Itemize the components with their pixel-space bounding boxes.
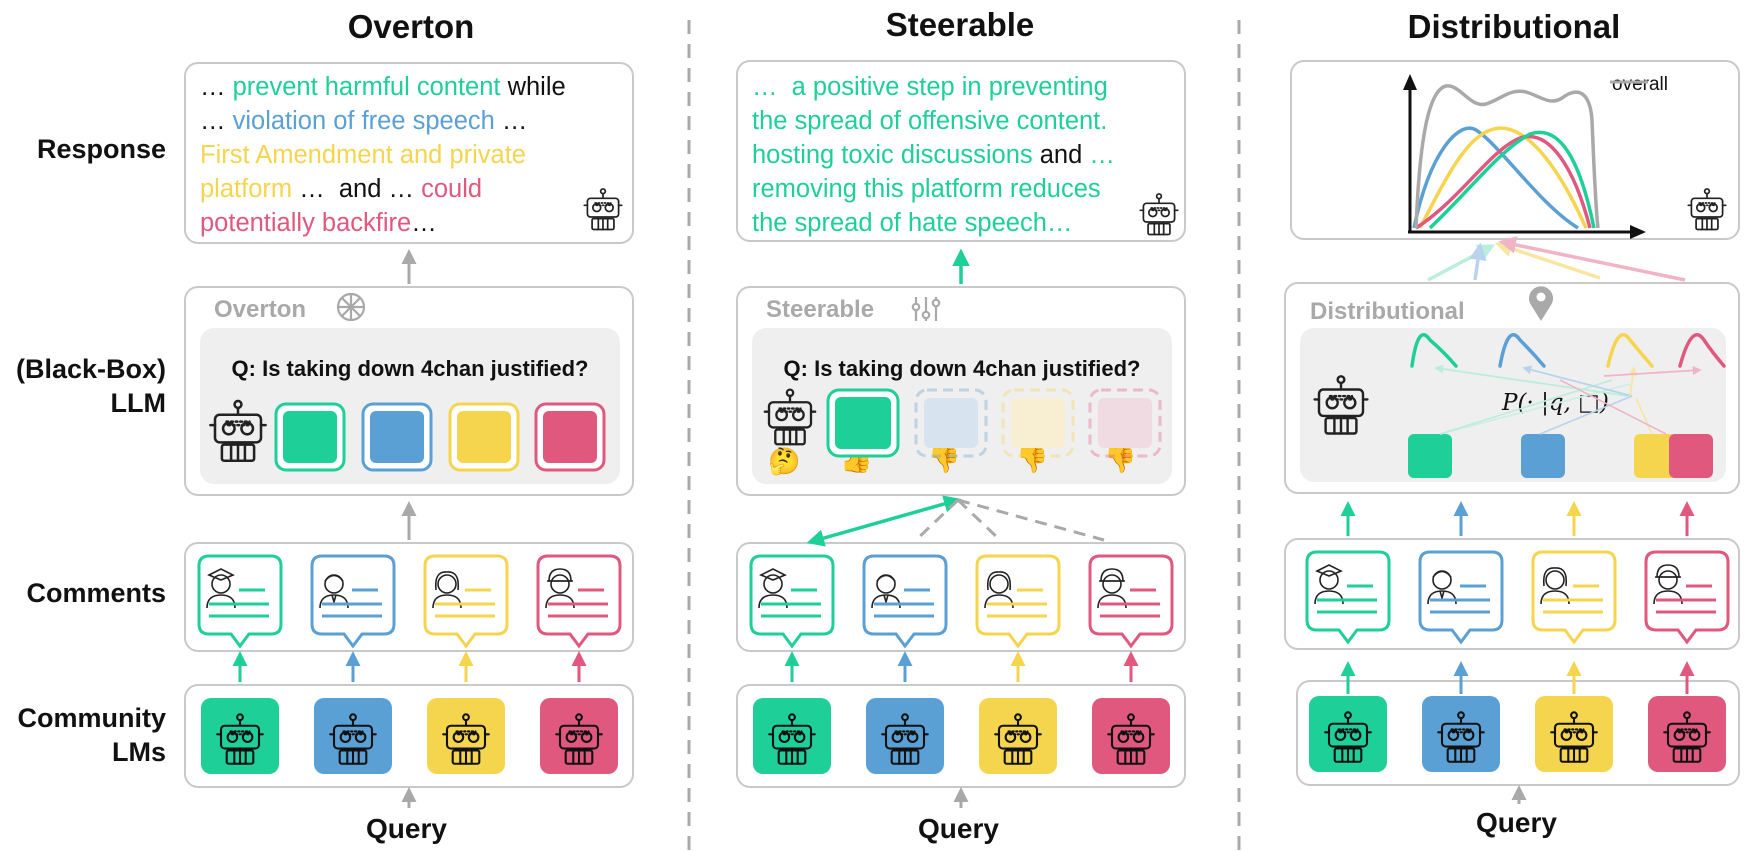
overton-llm-box: Overton Q: Is taking down 4chan justifie…: [184, 286, 634, 496]
row-label-community-line2: LMs: [112, 737, 166, 767]
response-segment: removing this platform reduces: [752, 175, 1101, 203]
response-line: platform … and … could: [200, 172, 566, 206]
thumbs-down-icon: 👎: [1016, 444, 1049, 474]
heading-distributional: Distributional: [1407, 8, 1621, 45]
response-segment: …: [1089, 141, 1115, 169]
legend-overall-label: overall: [1612, 74, 1668, 95]
response-segment: violation of free speech: [232, 107, 495, 135]
response-segment: potentially backfire: [200, 209, 412, 237]
distributional-llm-box: Distributional P(· |q, □): [1284, 282, 1740, 494]
response-line: … violation of free speech …: [200, 104, 566, 138]
response-line: … a positive step in preventing: [752, 70, 1115, 104]
response-segment: … a positive step in preventing: [752, 73, 1108, 101]
dashed-link: [956, 498, 1002, 542]
overton-community-box: [184, 684, 634, 788]
row-label-comments: Comments: [26, 578, 166, 608]
response-line: the spread of offensive content.: [752, 104, 1115, 138]
heading-overton: Overton: [347, 8, 475, 45]
overton-response-text: … prevent harmful content while… violati…: [200, 70, 566, 240]
thumbs-down-icon: 👎: [928, 444, 961, 474]
response-segment: the spread of offensive content.: [752, 107, 1108, 135]
llm-to-chart-arrow: [1498, 236, 1686, 282]
row-label-llm-line2: LLM: [110, 388, 166, 418]
overton-panel-title: Overton: [214, 296, 307, 323]
llm-to-chart-arrow: [1427, 244, 1496, 282]
response-segment: …: [200, 107, 233, 135]
steerable-community-box: [736, 684, 1186, 788]
steerable-query-label: Query: [918, 813, 999, 844]
response-segment: …: [494, 107, 528, 135]
response-line: potentially backfire…: [200, 206, 566, 240]
heading-steerable: Steerable: [885, 6, 1035, 43]
dashed-link: [914, 498, 960, 542]
steerable-question: Q: Is taking down 4chan justified?: [783, 356, 1141, 381]
thumbs-down-icon: 👎: [1104, 444, 1137, 474]
response-segment: First Amendment and private: [200, 141, 526, 169]
steer-selection-arrow: [806, 495, 962, 547]
response-segment: prevent harmful content: [232, 73, 501, 101]
response-segment: while: [500, 73, 566, 101]
overton-llm-inner: Q: Is taking down 4chan justified?: [200, 328, 620, 484]
row-label-response: Response: [36, 134, 166, 164]
response-segment: hosting toxic discussions: [752, 141, 1033, 169]
row-label-llm-line1: (Black-Box): [15, 354, 166, 384]
distributional-query-label: Query: [1476, 807, 1557, 838]
distributional-panel-title: Distributional: [1310, 298, 1465, 325]
steerable-comments-box: [736, 542, 1186, 652]
llm-to-chart-arrow: [1469, 242, 1487, 281]
response-segment: …: [200, 73, 233, 101]
response-segment: could: [421, 175, 483, 203]
response-line: removing this platform reduces: [752, 172, 1115, 206]
distributional-comments-box: [1284, 538, 1740, 650]
thinking-face-icon: 🤔: [768, 446, 801, 476]
response-line: First Amendment and private: [200, 138, 566, 172]
overton-comments-box: [184, 542, 634, 652]
thumbs-up-icon: 👍: [840, 444, 873, 474]
response-segment: platform: [200, 175, 293, 203]
distribution-chart-box: overall: [1290, 60, 1740, 240]
overton-query-label: Query: [366, 813, 447, 844]
overton-question: Q: Is taking down 4chan justified?: [231, 356, 589, 381]
distributional-llm-inner: P(· |q, □): [1300, 328, 1726, 482]
distribution-formula: P(· |q, □): [1502, 390, 1609, 416]
steerable-response-box: … a positive step in preventing the sprea…: [736, 60, 1186, 242]
overton-response-box: … prevent harmful content while… violati…: [184, 62, 634, 244]
response-segment: the spread of hate speech…: [752, 209, 1073, 237]
steerable-panel-title: Steerable: [766, 296, 875, 323]
llm-to-chart-arrow: [1494, 240, 1601, 280]
distributional-community-box: [1296, 680, 1740, 786]
response-line: the spread of hate speech…: [752, 206, 1115, 240]
response-line: … prevent harmful content while: [200, 70, 566, 104]
response-segment: …: [411, 209, 437, 237]
row-label-community-line1: Community: [17, 703, 167, 733]
response-line: hosting toxic discussions and …: [752, 138, 1115, 172]
response-segment: … and …: [292, 175, 422, 203]
dashed-link: [957, 498, 1105, 542]
steerable-response-text: … a positive step in preventing the sprea…: [752, 70, 1115, 240]
response-segment: and: [1032, 141, 1090, 169]
